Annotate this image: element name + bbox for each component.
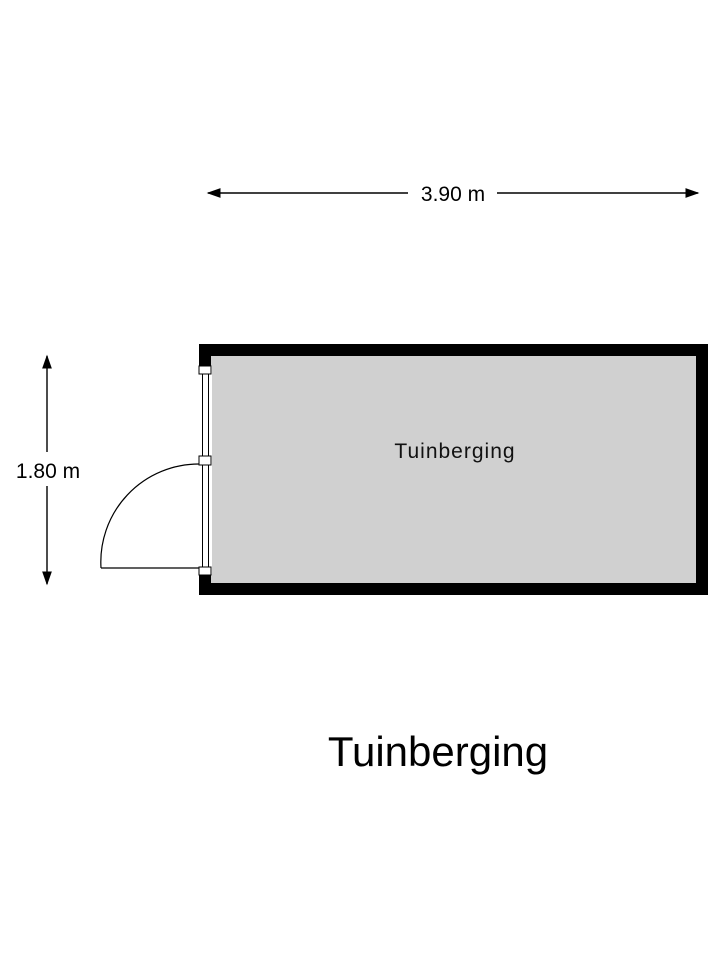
door-opening bbox=[199, 366, 212, 574]
room-label: Tuinberging bbox=[394, 440, 515, 463]
door-frame-mid bbox=[198, 455, 212, 466]
depth-dimension-label: 1.80 m bbox=[16, 460, 80, 483]
door-frame-top bbox=[198, 365, 212, 375]
width-dimension: 3.90 m bbox=[206, 183, 700, 206]
room-tuinberging: Tuinberging bbox=[100, 344, 708, 595]
depth-dimension: 1.80 m bbox=[16, 354, 80, 586]
door-frame-bottom bbox=[198, 566, 212, 576]
width-dimension-label: 3.90 m bbox=[421, 183, 485, 206]
door-swing-arc bbox=[100, 463, 200, 569]
room-floor bbox=[211, 356, 696, 583]
plan-title: Tuinberging bbox=[328, 728, 548, 775]
